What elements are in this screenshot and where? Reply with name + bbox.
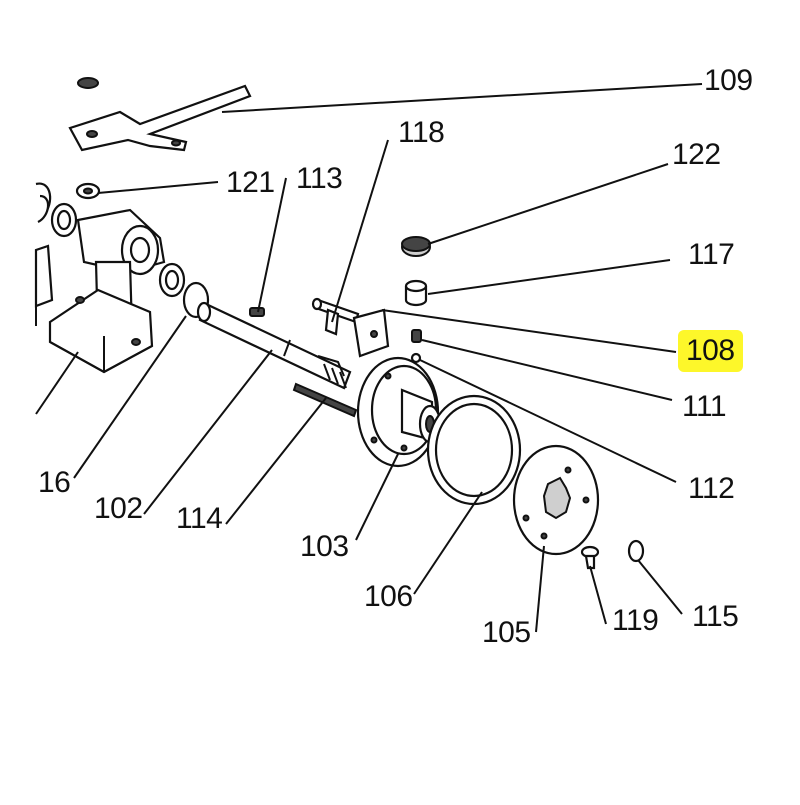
label-114: 114 [176, 502, 223, 535]
label-122: 122 [672, 138, 721, 171]
label-103: 103 [300, 530, 349, 563]
label-109: 109 [704, 64, 753, 97]
part-113-key [249, 307, 265, 317]
part-122-cap [401, 236, 431, 257]
part-103-hub [356, 356, 442, 468]
part-112-ball [410, 352, 422, 364]
part-105-plate [512, 444, 600, 556]
part-118-pin [311, 297, 390, 358]
label-119: 119 [612, 604, 659, 637]
label-115: 115 [692, 600, 739, 633]
label-108-highlighted: 108 [678, 330, 743, 372]
label-118: 118 [398, 116, 445, 149]
part-top-nut [77, 77, 99, 89]
part-106-ring [426, 394, 522, 506]
part-117-bushing [404, 279, 428, 307]
label-16: 16 [38, 466, 71, 499]
part-115-washer [627, 539, 645, 563]
part-119-screw [580, 545, 600, 570]
label-113: 113 [296, 162, 343, 195]
label-112: 112 [688, 472, 735, 505]
part-16-gearbox [34, 182, 186, 374]
label-102: 102 [94, 492, 143, 525]
label-117: 117 [688, 238, 735, 271]
part-109-link [68, 84, 252, 152]
part-102-shaft [196, 301, 352, 390]
label-106: 106 [364, 580, 413, 613]
label-105: 105 [482, 616, 531, 649]
label-121: 121 [226, 166, 275, 199]
label-111: 111 [682, 390, 727, 423]
leader-lines [35, 83, 703, 633]
part-111-spring [411, 329, 422, 343]
part-121-washer [75, 182, 101, 200]
